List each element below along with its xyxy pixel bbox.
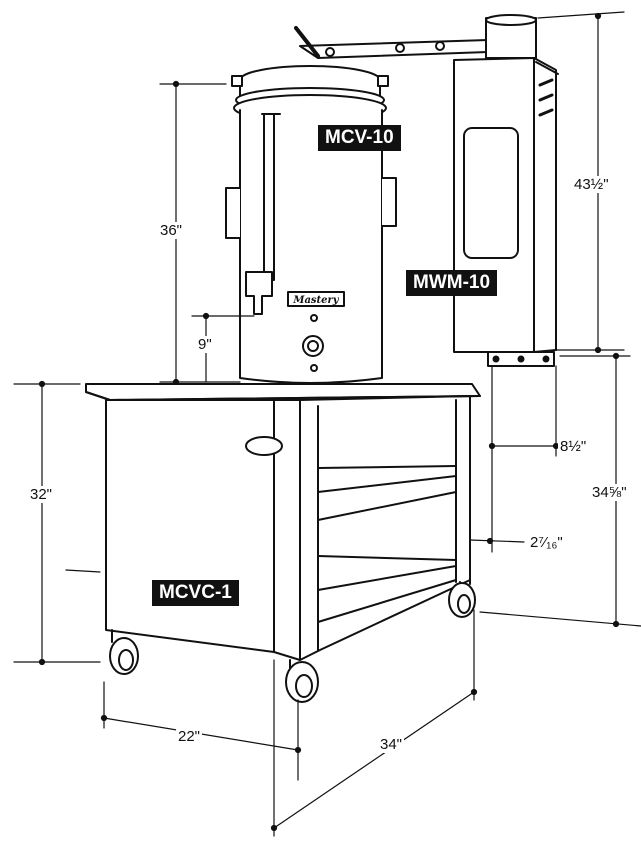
dimension-spigot-height: 9" <box>196 336 214 353</box>
dimension-cart-depth: 22" <box>176 728 203 745</box>
dimension-shelf-gap: 2⁷⁄₁₆" <box>528 534 565 551</box>
dimension-cart-width: 34" <box>378 736 405 753</box>
urn-drawing <box>225 65 397 384</box>
cart-model-label: MCVC-1 <box>152 580 239 606</box>
dimension-lines <box>13 11 641 837</box>
dimension-module-height: 43½" <box>572 176 611 193</box>
dimension-urn-height: 36" <box>158 222 185 239</box>
water-module-model-label: MWM-10 <box>406 270 498 296</box>
dimension-module-offset: 8½" <box>558 438 589 455</box>
cart-drawing <box>85 383 481 703</box>
urn-brand-plate: Mastery <box>292 295 339 306</box>
dimension-cart-height: 32" <box>28 486 55 503</box>
dimension-module-mount-height: 34⅝" <box>590 484 629 501</box>
urn-model-label: MCV-10 <box>318 125 401 151</box>
